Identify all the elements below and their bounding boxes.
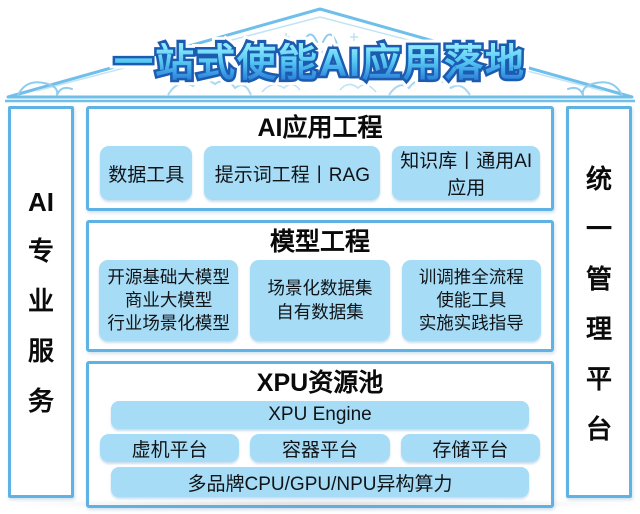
chip-storage-platform: 存储平台 <box>400 434 540 462</box>
section-xpu-resource-pool: XPU资源池 XPU Engine 虚机平台 容器平台 存储平台 多品牌CPU/… <box>86 361 554 508</box>
pillar-char: 平 <box>585 363 612 394</box>
chip-row: 数据工具 提示词工程丨RAG 知识库丨通用AI应用 <box>98 146 542 200</box>
xpu-rows: XPU Engine 虚机平台 容器平台 存储平台 多品牌CPU/GPU/NPU… <box>98 401 542 497</box>
bar-heterogeneous-compute: 多品牌CPU/GPU/NPU异构算力 <box>111 467 529 497</box>
bar-xpu-engine: XPU Engine <box>111 401 529 429</box>
right-pillar-unified-management-platform: 统 一 管 理 平 台 <box>566 106 632 498</box>
chip-data-tools: 数据工具 <box>100 146 193 200</box>
chip-prompt-engineering-rag: 提示词工程丨RAG <box>204 146 381 200</box>
pillar-char: 专 <box>27 235 54 266</box>
chip-row: 开源基础大模型 商业大模型 行业场景化模型 场景化数据集 自有数据集 训调推全流… <box>98 260 542 341</box>
chip-container-platform: 容器平台 <box>250 434 390 462</box>
section-ai-application-engineering: AI应用工程 数据工具 提示词工程丨RAG 知识库丨通用AI应用 <box>86 106 554 211</box>
chip-vm-platform: 虚机平台 <box>100 434 240 462</box>
pillar-char: 务 <box>27 385 54 416</box>
ground-shadow <box>14 500 626 508</box>
main-layers: AI应用工程 数据工具 提示词工程丨RAG 知识库丨通用AI应用 模型工程 开源… <box>86 106 554 508</box>
pillar-char: 一 <box>585 213 612 244</box>
chip-datasets: 场景化数据集 自有数据集 <box>250 260 390 341</box>
pillar-char: 台 <box>585 413 612 444</box>
pillar-char: AI <box>28 186 54 217</box>
chip-knowledge-base-general-ai-apps: 知识库丨通用AI应用 <box>392 146 540 200</box>
section-title: XPU资源池 <box>256 369 384 397</box>
section-model-engineering: 模型工程 开源基础大模型 商业大模型 行业场景化模型 场景化数据集 自有数据集 … <box>86 220 554 352</box>
section-title: AI应用工程 <box>257 114 383 142</box>
pillar-char: 服 <box>27 335 54 366</box>
roof-decoration-art <box>5 7 635 103</box>
pillar-char: 统 <box>585 163 612 194</box>
chip-enablement-tools-guidance: 训调推全流程 使能工具 实施实践指导 <box>401 260 541 341</box>
pillar-char: 管 <box>585 263 612 294</box>
pillar-char: 理 <box>585 313 612 344</box>
section-title: 模型工程 <box>269 228 370 256</box>
chip-foundation-models: 开源基础大模型 商业大模型 行业场景化模型 <box>99 260 239 341</box>
left-pillar-ai-professional-services: AI 专 业 服 务 <box>8 106 74 498</box>
pillar-char: 业 <box>27 285 54 316</box>
platform-chip-row: 虚机平台 容器平台 存储平台 <box>100 434 540 462</box>
